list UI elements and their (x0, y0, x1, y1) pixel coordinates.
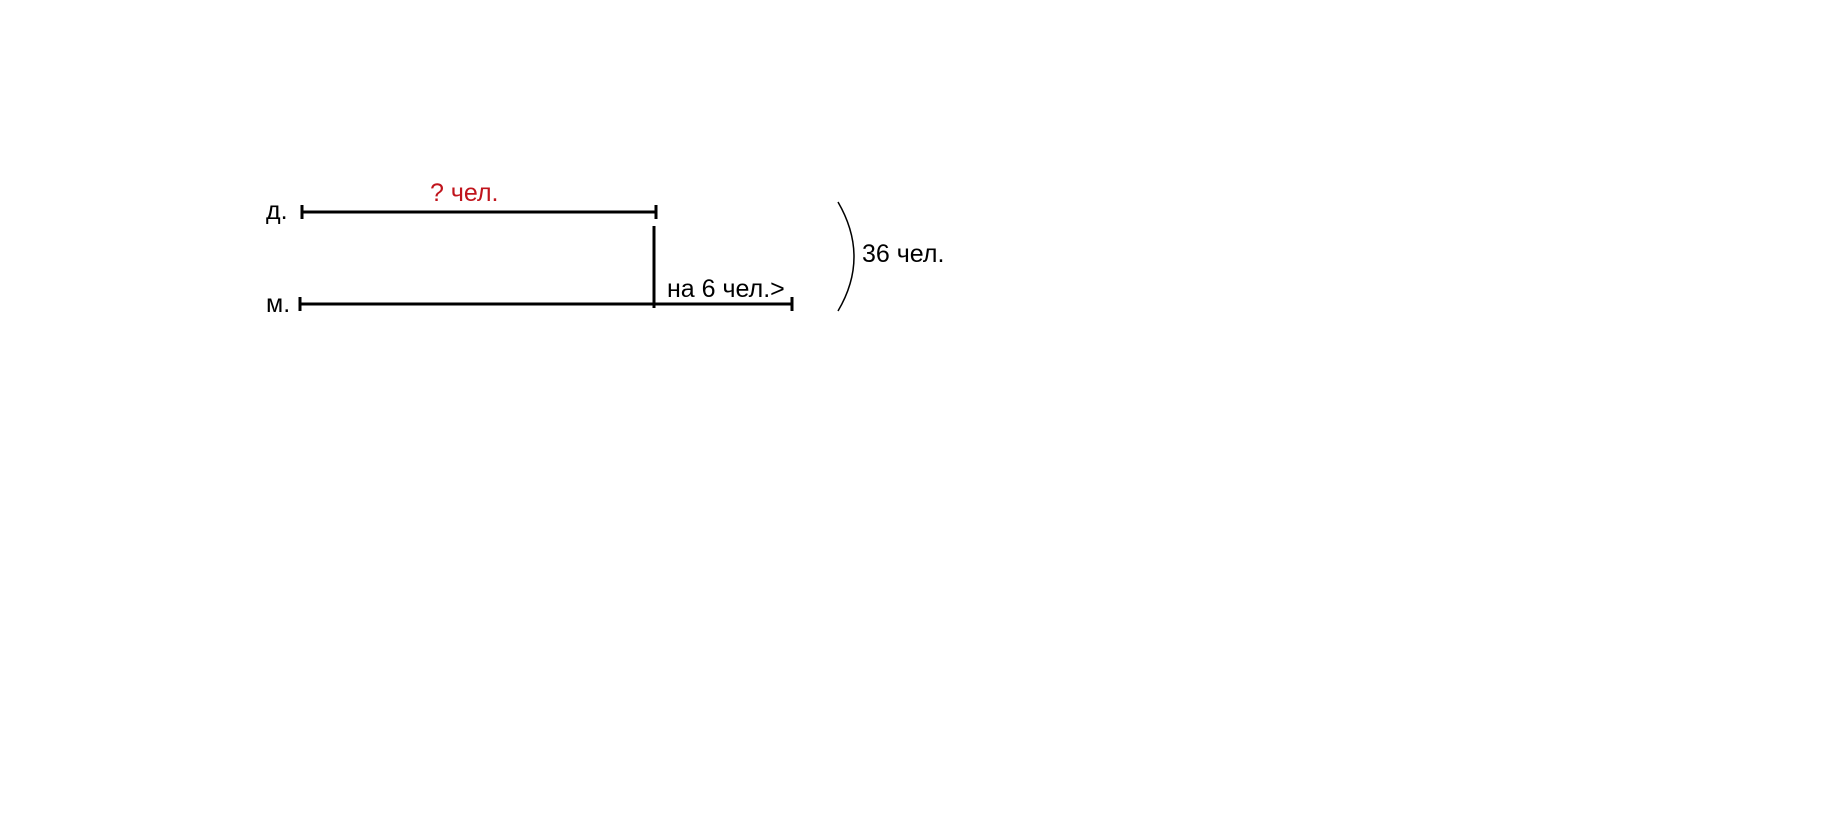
unknown-quantity-label: ? чел. (430, 179, 498, 207)
boys-segment (298, 297, 794, 311)
row-label-boys: м. (266, 290, 290, 318)
girls-segment (300, 205, 658, 219)
total-label: 36 чел. (862, 240, 944, 268)
difference-label: на 6 чел.> (667, 275, 785, 303)
total-brace (837, 201, 855, 312)
row-label-girls: д. (266, 197, 288, 225)
